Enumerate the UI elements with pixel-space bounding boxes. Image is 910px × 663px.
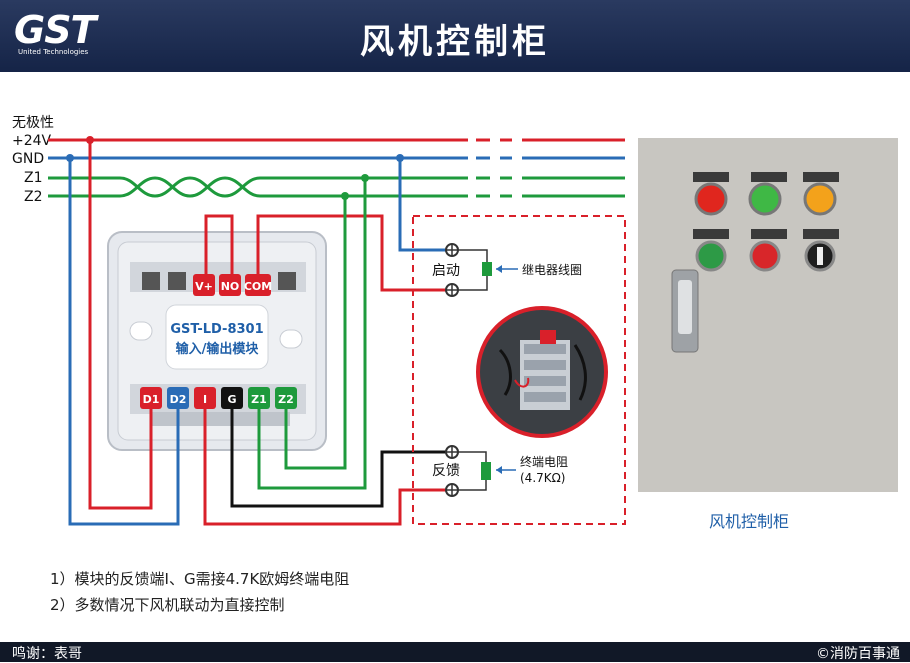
footer-copyright: ©消防百事通 [816, 646, 900, 662]
gst-logo: GST United Technologies [14, 8, 144, 60]
io-module: GST-LD-8301 输入/输出模块 [107, 231, 327, 451]
bus-z1-z2 [48, 176, 625, 198]
label-gnd: GND [12, 151, 44, 167]
bottom-terminals: D1 D2 I G Z1 Z2 [140, 387, 297, 409]
module-desc: 输入/输出模块 [176, 341, 260, 357]
terminal-z1: Z1 [251, 393, 267, 406]
relay-coil-label: 继电器线圈 [522, 263, 582, 277]
resistor-value: (4.7KΩ) [520, 471, 566, 485]
terminal-z2: Z2 [278, 393, 294, 406]
module-name: GST-LD-8301 [170, 322, 263, 337]
cabinet-photo [638, 138, 898, 492]
feedback-resistor: 反馈 终端电阻 (4.7KΩ) [432, 445, 568, 497]
control-box [412, 215, 626, 525]
start-label: 启动 [432, 263, 460, 279]
label-z1: Z1 [24, 170, 43, 186]
page-title: 风机控制柜 [360, 22, 550, 62]
terminal-i: I [203, 393, 207, 406]
terminal-d2: D2 [170, 393, 187, 406]
relay-photo-zoom [476, 306, 608, 438]
top-terminals: V+ NO COM [193, 274, 272, 296]
label-polarity: 无极性 [12, 115, 54, 131]
terminal-no: NO [221, 280, 240, 293]
header-bar: GST United Technologies 风机控制柜 [0, 0, 910, 72]
note-2: 2）多数情况下风机联动为直接控制 [50, 596, 285, 614]
terminal-g: G [227, 393, 236, 406]
footer-bar: 鸣谢：表哥 ©消防百事通 [0, 642, 910, 662]
module-wiring [68, 140, 452, 526]
logo-subtitle: United Technologies [18, 48, 89, 56]
start-relay: 启动 继电器线圈 [432, 243, 582, 297]
feedback-label: 反馈 [432, 463, 460, 479]
terminal-d1: D1 [143, 393, 160, 406]
terminal-vplus: V+ [195, 280, 213, 293]
label-24v: +24V [12, 133, 52, 149]
resistor-label: 终端电阻 [520, 454, 568, 469]
terminal-com: COM [244, 280, 272, 293]
cabinet-label: 风机控制柜 [708, 512, 789, 531]
logo-text: GST [14, 8, 96, 52]
note-1: 1）模块的反馈端I、G需接4.7K欧姆终端电阻 [50, 570, 350, 588]
label-z2: Z2 [24, 189, 43, 205]
wiring-diagram: 无极性 +24V GND Z1 Z2 GST-LD [12, 115, 898, 526]
footer-credit: 鸣谢：表哥 [12, 646, 82, 662]
